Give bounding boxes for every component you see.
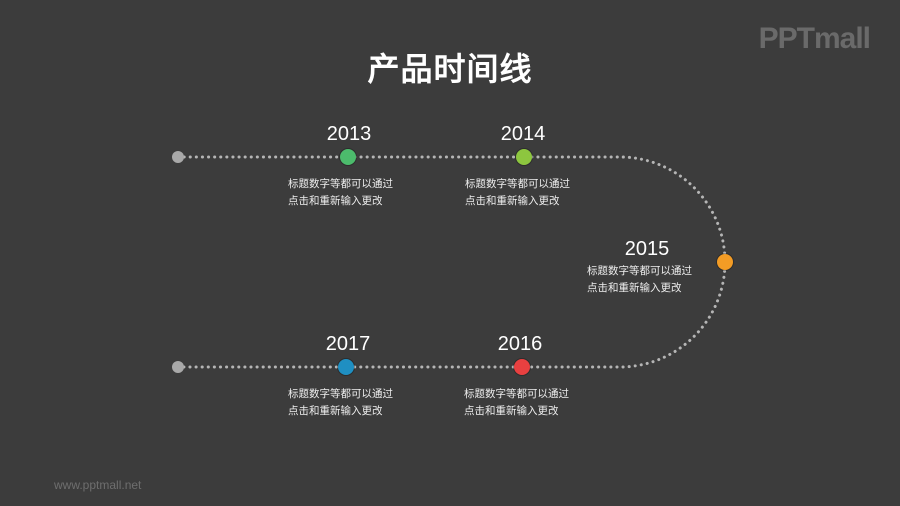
- milestone-dot-2017[interactable]: [338, 359, 354, 375]
- year-label-2013: 2013: [326, 123, 372, 145]
- milestone-dot-2014[interactable]: [516, 149, 532, 165]
- desc-line: 标题数字等都可以通过: [288, 388, 393, 400]
- year-label-2017: 2017: [325, 333, 371, 355]
- desc-line: 点击和重新输入更改: [587, 282, 682, 294]
- desc-line: 标题数字等都可以通过: [465, 178, 570, 190]
- year-label-2014: 2014: [500, 123, 546, 145]
- milestone-dot-2016[interactable]: [514, 359, 530, 375]
- milestone-dot-2013[interactable]: [340, 149, 356, 165]
- timeline-start-point: [172, 151, 184, 163]
- year-label-2016: 2016: [497, 333, 543, 355]
- milestone-desc-2014: 标题数字等都可以通过 点击和重新输入更改: [465, 176, 595, 210]
- desc-line: 标题数字等都可以通过: [288, 178, 393, 190]
- desc-line: 点击和重新输入更改: [288, 405, 383, 417]
- milestone-dot-2015[interactable]: [717, 254, 733, 270]
- desc-line: 标题数字等都可以通过: [464, 388, 569, 400]
- milestone-desc-2017: 标题数字等都可以通过 点击和重新输入更改: [288, 386, 418, 420]
- milestone-desc-2016: 标题数字等都可以通过 点击和重新输入更改: [464, 386, 594, 420]
- brand-logo: PPTmall: [758, 22, 871, 55]
- desc-line: 点击和重新输入更改: [464, 405, 559, 417]
- desc-line: 标题数字等都可以通过: [587, 265, 692, 277]
- year-label-2015: 2015: [624, 238, 670, 260]
- timeline-end-point: [172, 361, 184, 373]
- milestone-desc-2013: 标题数字等都可以通过 点击和重新输入更改: [288, 176, 418, 210]
- desc-line: 点击和重新输入更改: [465, 195, 560, 207]
- desc-line: 点击和重新输入更改: [288, 195, 383, 207]
- milestone-desc-2015: 标题数字等都可以通过 点击和重新输入更改: [587, 263, 717, 297]
- footer-url: www.pptmall.net: [54, 478, 142, 492]
- page-title: 产品时间线: [367, 50, 533, 88]
